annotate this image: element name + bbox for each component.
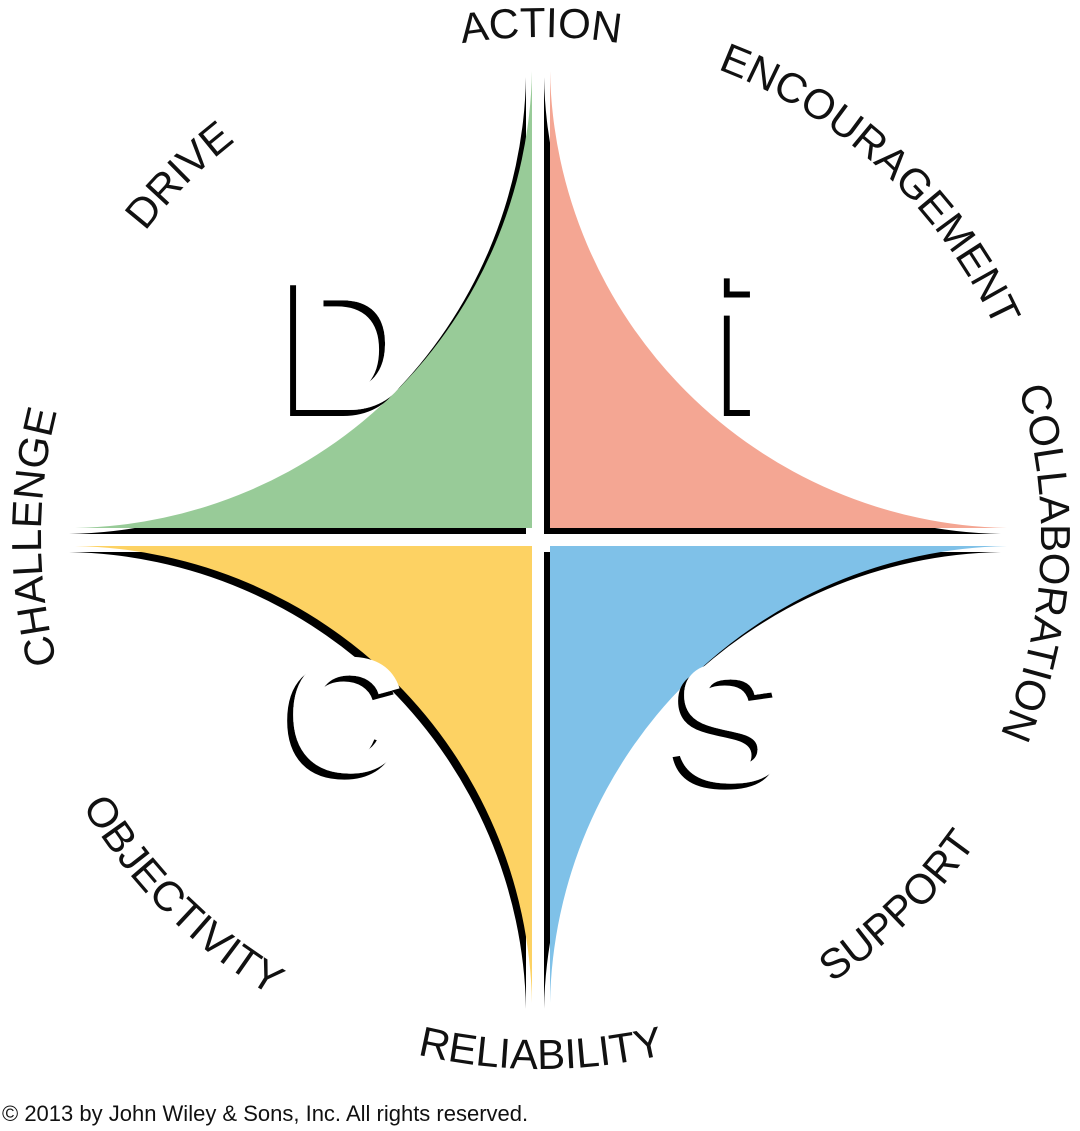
quadrant-s bbox=[550, 546, 1007, 1003]
trait-labels: ACTION ENCOURAGEMENT COLLABORATION SUPPO… bbox=[3, 0, 1079, 1078]
label-action: ACTION bbox=[457, 0, 625, 52]
label-reliability: RELIABILITY bbox=[415, 1017, 666, 1078]
label-challenge: CHALLENGE bbox=[3, 403, 66, 672]
quadrants bbox=[69, 71, 1007, 1009]
copyright-notice: © 2013 by John Wiley & Sons, Inc. All ri… bbox=[2, 1101, 529, 1126]
letter-c: C bbox=[286, 623, 405, 807]
letter-s: S bbox=[674, 627, 789, 819]
quadrant-i bbox=[550, 71, 1007, 529]
quadrant-d bbox=[75, 71, 533, 529]
quadrant-c bbox=[75, 546, 533, 1003]
label-collaboration: COLLABORATION bbox=[992, 378, 1079, 748]
label-drive: DRIVE bbox=[116, 112, 242, 238]
letter-i: i bbox=[717, 239, 770, 451]
letter-d: D bbox=[283, 239, 420, 451]
label-support: SUPPORT bbox=[810, 820, 983, 990]
quadrant-letters: D i S C bbox=[283, 239, 788, 819]
label-objectivity: OBJECTIVITY bbox=[74, 786, 291, 1003]
